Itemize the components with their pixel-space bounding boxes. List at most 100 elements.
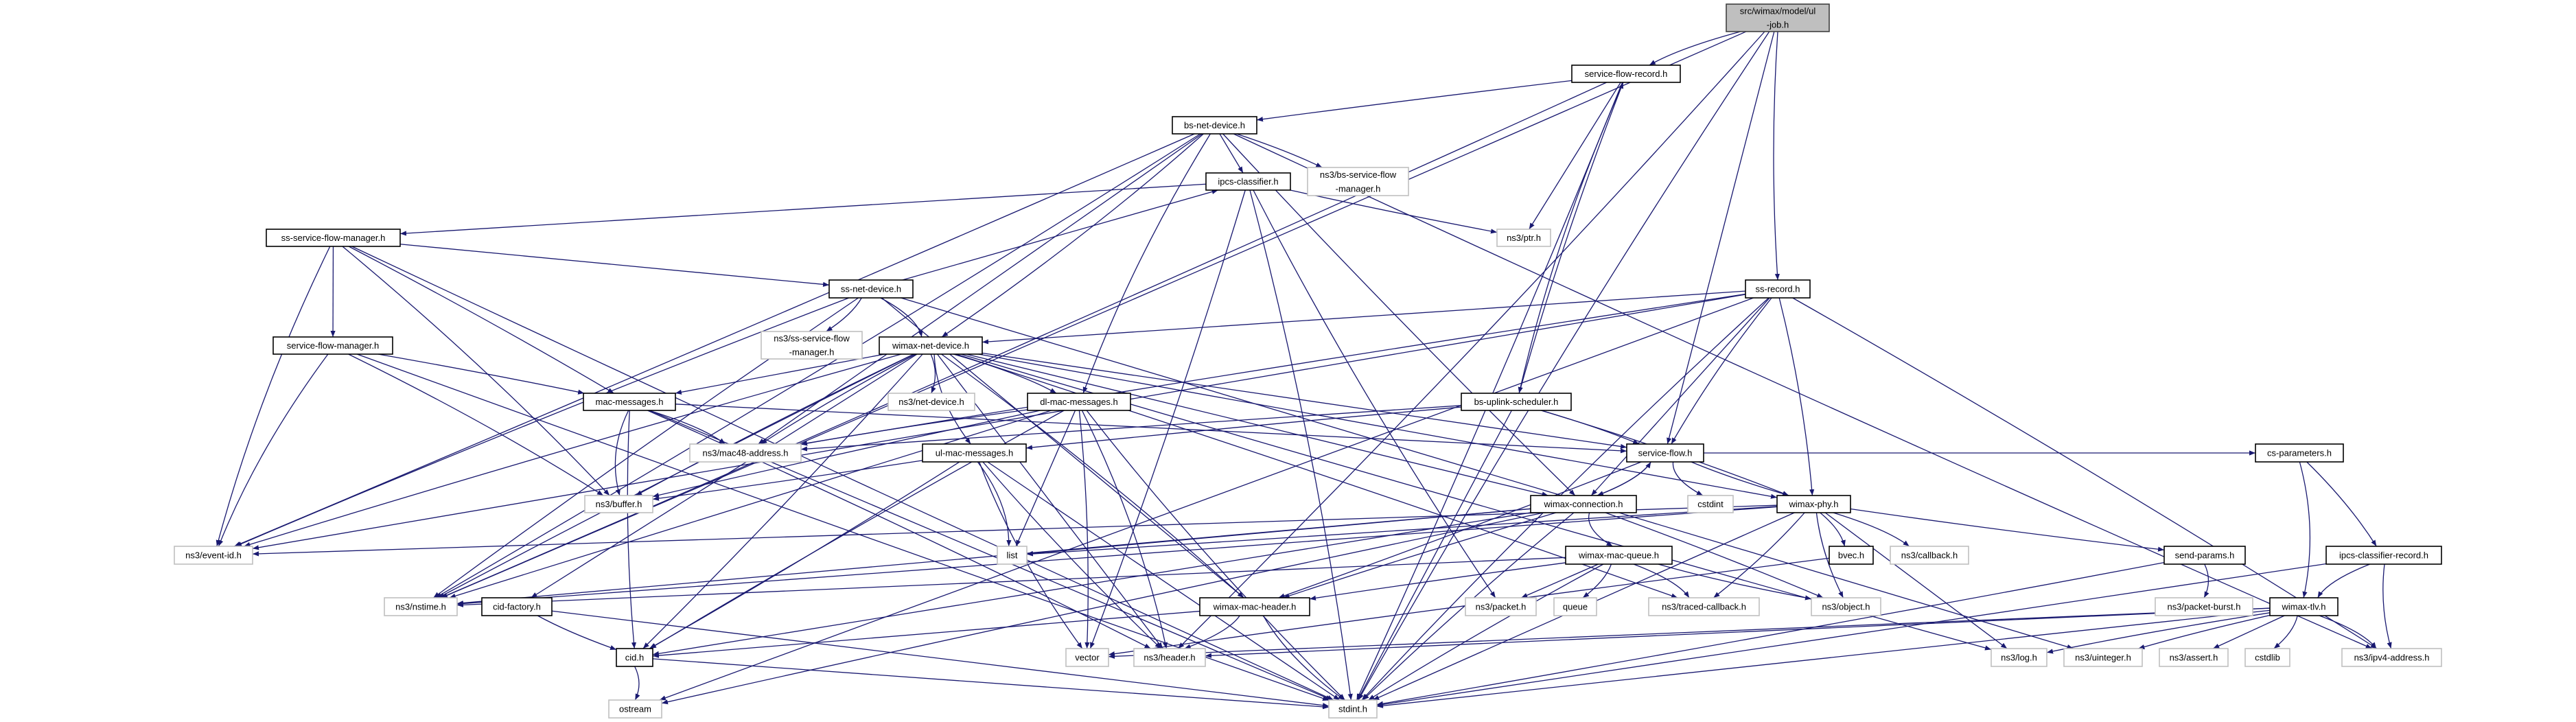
- node-cs-parameters[interactable]: cs-parameters.h: [2255, 443, 2344, 463]
- node-label: wimax-tlv.h: [2281, 602, 2325, 612]
- edge-mac-messages-to-ns3-buffer: [614, 410, 629, 496]
- node-label: ns3/log.h: [2001, 653, 2037, 663]
- node-ul-job[interactable]: src/wimax/model/ul-job.h: [1726, 3, 1830, 32]
- node-mac-messages[interactable]: mac-messages.h: [583, 393, 676, 411]
- node-ul-mac-messages[interactable]: ul-mac-messages.h: [922, 443, 1027, 463]
- node-box: [384, 597, 458, 616]
- edge-mac-messages-to-cid: [627, 410, 637, 649]
- node-ns3-event-id[interactable]: ns3/event-id.h: [174, 546, 253, 565]
- node-label: wimax-net-device.h: [892, 340, 969, 351]
- node-ns3-ptr[interactable]: ns3/ptr.h: [1496, 229, 1551, 247]
- edge-ss-net-device-to-wimax-net-device: [880, 297, 923, 338]
- edge-sfm-to-ns3-buffer: [348, 353, 604, 496]
- edge-wimax-net-device-to-cid: [642, 353, 923, 649]
- edge-wimax-phy-to-ns3-object: [1815, 512, 1844, 598]
- node-label: list: [1007, 550, 1018, 561]
- edge-wimax-phy-to-ns3-callback: [1833, 512, 1910, 547]
- node-ns3-packet[interactable]: ns3/packet.h: [1465, 597, 1537, 616]
- node-ns3-net-device[interactable]: ns3/net-device.h: [887, 393, 975, 411]
- node-label: wimax-phy.h: [1788, 499, 1838, 509]
- node-ss-sfm[interactable]: ss-service-flow-manager.h: [266, 229, 401, 247]
- node-ns3-ipv4[interactable]: ns3/ipv4-address.h: [2341, 648, 2442, 667]
- node-wimax-net-device[interactable]: wimax-net-device.h: [879, 336, 983, 355]
- node-ns3-log[interactable]: ns3/log.h: [1991, 648, 2047, 667]
- node-wimax-mac-header[interactable]: wimax-mac-header.h: [1199, 597, 1310, 616]
- node-ns3-mac48[interactable]: ns3/mac48-address.h: [689, 443, 802, 463]
- node-box: [1687, 495, 1734, 513]
- node-send-params[interactable]: send-params.h: [2163, 546, 2246, 565]
- node-wimax-phy[interactable]: wimax-phy.h: [1776, 495, 1851, 513]
- node-ns3-buffer[interactable]: ns3/buffer.h: [584, 495, 653, 513]
- edge-wimax-net-device-to-wimax-connection: [966, 353, 1548, 497]
- edge-ss-net-device-to-ipcs-classifier: [902, 189, 1218, 281]
- edge-wimax-tlv-to-ns3-uinteger: [2138, 614, 2271, 649]
- node-queue[interactable]: queue: [1553, 597, 1597, 616]
- node-box: [1328, 699, 1378, 719]
- node-list[interactable]: list: [997, 546, 1028, 565]
- node-box: [1205, 172, 1291, 191]
- node-label: service-flow-record.h: [1585, 69, 1668, 79]
- node-ipcs-classifier-record[interactable]: ipcs-classifier-record.h: [2325, 546, 2442, 565]
- node-label: ipcs-classifier.h: [1218, 176, 1278, 187]
- node-label: bvec.h: [1838, 550, 1864, 561]
- node-box: [1745, 279, 1811, 299]
- edge-bs-net-device-to-ns3-event-id: [234, 133, 1195, 547]
- node-ns3-packet-burst[interactable]: ns3/packet-burst.h: [2155, 597, 2253, 616]
- edge-ss-net-device-to-ns3-event-id: [235, 297, 850, 547]
- node-box: [1133, 648, 1206, 667]
- node-label: src/wimax/model/ul: [1740, 6, 1816, 16]
- node-ipcs-classifier[interactable]: ipcs-classifier.h: [1205, 172, 1291, 191]
- node-box: [1027, 393, 1131, 411]
- edge-wimax-connection-to-ostream: [661, 512, 1544, 705]
- node-cid-factory[interactable]: cid-factory.h: [481, 597, 553, 616]
- node-label: cstdint: [1697, 499, 1724, 509]
- node-ostream[interactable]: ostream: [608, 699, 662, 719]
- node-ns3-callback[interactable]: ns3/callback.h: [1890, 546, 1969, 565]
- node-ns3-assert[interactable]: ns3/assert.h: [2159, 648, 2229, 667]
- node-ss-record[interactable]: ss-record.h: [1745, 279, 1811, 299]
- node-service-flow[interactable]: service-flow.h: [1626, 443, 1704, 463]
- edge-ss-sfm-to-ss-net-device: [399, 244, 830, 287]
- node-label: ns3/packet.h: [1476, 602, 1527, 612]
- node-bs-net-device[interactable]: bs-net-device.h: [1172, 116, 1257, 135]
- node-ns3-object[interactable]: ns3/object.h: [1811, 597, 1881, 616]
- node-label: ns3/ss-service-flow: [774, 334, 850, 344]
- edge-wimax-net-device-to-dl-mac-messages: [953, 353, 1057, 394]
- node-ns3-bs-sfm[interactable]: ns3/bs-service-flow-manager.h: [1307, 167, 1409, 196]
- node-bs-uplink-scheduler[interactable]: bs-uplink-scheduler.h: [1461, 393, 1572, 411]
- node-box: [1465, 597, 1537, 616]
- edge-wimax-mac-queue-to-ns3-packet: [1521, 563, 1599, 598]
- node-wimax-mac-queue[interactable]: wimax-mac-queue.h: [1565, 546, 1673, 565]
- node-cstdlib[interactable]: cstdlib: [2244, 648, 2290, 667]
- edge-bs-uplink-scheduler-to-stdint: [1357, 410, 1512, 701]
- node-ns3-header[interactable]: ns3/header.h: [1133, 648, 1206, 667]
- edge-ul-job-to-ss-record: [1773, 31, 1780, 281]
- node-label: ostream: [619, 704, 651, 714]
- node-wimax-tlv[interactable]: wimax-tlv.h: [2269, 597, 2339, 616]
- node-stdint[interactable]: stdint.h: [1328, 699, 1378, 719]
- node-ss-net-device[interactable]: ss-net-device.h: [828, 279, 914, 299]
- node-wimax-connection[interactable]: wimax-connection.h: [1530, 495, 1637, 513]
- node-sfm[interactable]: service-flow-manager.h: [272, 336, 393, 355]
- node-service-flow-record[interactable]: service-flow-record.h: [1571, 65, 1681, 83]
- node-box: [1172, 116, 1257, 135]
- node-label: ss-service-flow-manager.h: [281, 233, 386, 243]
- node-vector[interactable]: vector: [1065, 648, 1109, 667]
- node-box: [1890, 546, 1969, 565]
- edge-ul-job-to-stdint: [1358, 31, 1770, 701]
- node-bvec[interactable]: bvec.h: [1829, 546, 1874, 565]
- edge-cid-to-ostream: [634, 666, 640, 701]
- edge-ss-sfm-to-ns3-event-id: [216, 246, 331, 547]
- node-ns3-traced-callback[interactable]: ns3/traced-callback.h: [1648, 597, 1760, 616]
- node-ns3-nstime[interactable]: ns3/nstime.h: [384, 597, 458, 616]
- node-label: stdint.h: [1338, 704, 1367, 714]
- node-ns3-ss-sfm[interactable]: ns3/ss-service-flow-manager.h: [761, 331, 863, 360]
- edge-wimax-tlv-to-ns3-ipv4: [2319, 615, 2377, 649]
- node-cid[interactable]: cid.h: [616, 648, 653, 667]
- node-dl-mac-messages[interactable]: dl-mac-messages.h: [1027, 393, 1131, 411]
- node-box: [1199, 597, 1310, 616]
- node-ns3-uinteger[interactable]: ns3/uinteger.h: [2063, 648, 2143, 667]
- edge-dl-mac-messages-to-ns3-mac48: [800, 409, 1028, 446]
- node-label: service-flow.h: [1638, 448, 1693, 458]
- node-cstdint[interactable]: cstdint: [1687, 495, 1734, 513]
